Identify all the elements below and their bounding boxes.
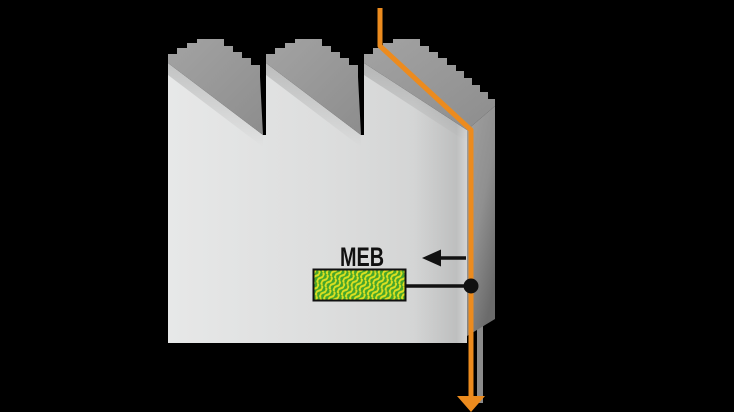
roof-edge-shadow [364, 63, 467, 142]
sawtooth-roof-tooth-1 [168, 39, 263, 135]
building-corner-ground-stub [477, 326, 483, 403]
left-arrow-icon [422, 249, 466, 267]
meb-busbar-hatch [313, 269, 406, 301]
sawtooth-roof-tooth-2 [266, 39, 361, 135]
meb-label: MEB [340, 242, 384, 272]
meb-busbar-box [312, 268, 407, 302]
down-arrow-icon [457, 396, 485, 412]
connection-dot [463, 278, 479, 294]
roof-edge-shadow [266, 63, 361, 147]
roof-edge-shadow [168, 63, 263, 147]
meb-busbar-border [312, 268, 407, 302]
down-conductor-line [377, 8, 474, 399]
building-side-wall [467, 106, 495, 336]
